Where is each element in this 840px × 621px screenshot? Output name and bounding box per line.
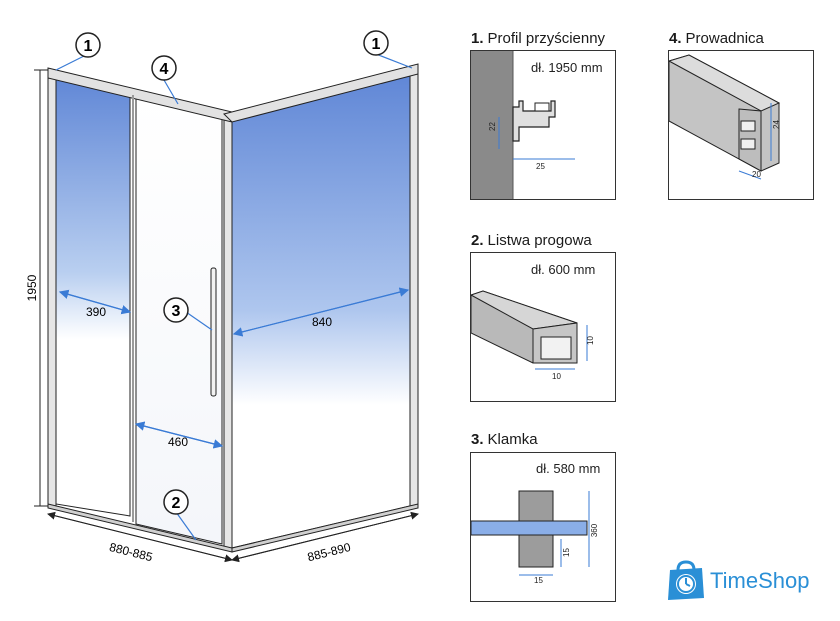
- corner-post: [223, 115, 233, 551]
- callout-1-right: 1: [363, 30, 389, 56]
- panel-1-dim-width: 25: [536, 162, 545, 171]
- panel-2-box: [470, 252, 616, 402]
- shopping-bag-clock-icon: [668, 560, 704, 600]
- dim-door-width: 460: [168, 435, 188, 449]
- panel-2-length: dł. 600 mm: [531, 262, 596, 277]
- wall-profile-left: [47, 69, 57, 507]
- brand-name: TimeShop: [710, 568, 810, 593]
- panel-2-dim-width: 10: [552, 372, 561, 381]
- panel-3-dim-side: 15: [561, 548, 571, 557]
- panel-2-title: 2.Listwa progowa: [471, 232, 592, 249]
- panel-1-length: dł. 1950 mm: [531, 60, 603, 75]
- front-fixed-glass: [55, 73, 131, 517]
- panel-2-dim-height: 10: [585, 336, 595, 345]
- panel-3-dim-height: 360: [590, 523, 600, 538]
- panel-1-dim-height: 22: [487, 122, 497, 131]
- panel-4-box: [668, 50, 814, 200]
- panel-1-title: 1.Profil przyścienny: [471, 30, 606, 47]
- wall-profile-right: [409, 67, 419, 509]
- svg-text:4: 4: [160, 61, 169, 78]
- svg-text:2: 2: [172, 495, 181, 512]
- svg-text:1: 1: [372, 36, 381, 53]
- panel-4-dim-width: 20: [752, 170, 761, 179]
- dim-front-width: 880-885: [108, 540, 154, 564]
- side-fixed-glass: [231, 71, 411, 549]
- callout-1-left: 1: [75, 32, 101, 58]
- panel-4-dim-height: 24: [771, 120, 781, 129]
- dim-fixed-panel: 840: [312, 315, 332, 329]
- top-rail-side: [223, 63, 419, 123]
- dim-side-width: 885-890: [306, 540, 352, 564]
- panel-3-length: dł. 580 mm: [536, 461, 601, 476]
- callout-3: 3: [163, 297, 189, 323]
- bottom-rail-side: [231, 503, 419, 553]
- callout-4: 4: [151, 55, 177, 81]
- svg-text:3: 3: [172, 303, 181, 320]
- callout-2: 2: [163, 489, 189, 515]
- panel-3-box: [470, 452, 616, 602]
- door-handle: [210, 267, 217, 397]
- panel-3-dim-bottom: 15: [534, 576, 543, 585]
- shower-enclosure-diagram: 1 1 4 3 2 1950 390 840 460 880-885 885-8…: [25, 30, 419, 564]
- panel-1-box: [470, 50, 616, 200]
- svg-text:1: 1: [84, 38, 93, 55]
- panel-4-title: 4.Prowadnica: [669, 30, 764, 47]
- timeshop-logo: TimeShop: [664, 560, 834, 604]
- dim-height: 1950: [25, 274, 39, 301]
- panel-3-title: 3.Klamka: [471, 431, 538, 448]
- dim-door-opening: 390: [86, 305, 106, 319]
